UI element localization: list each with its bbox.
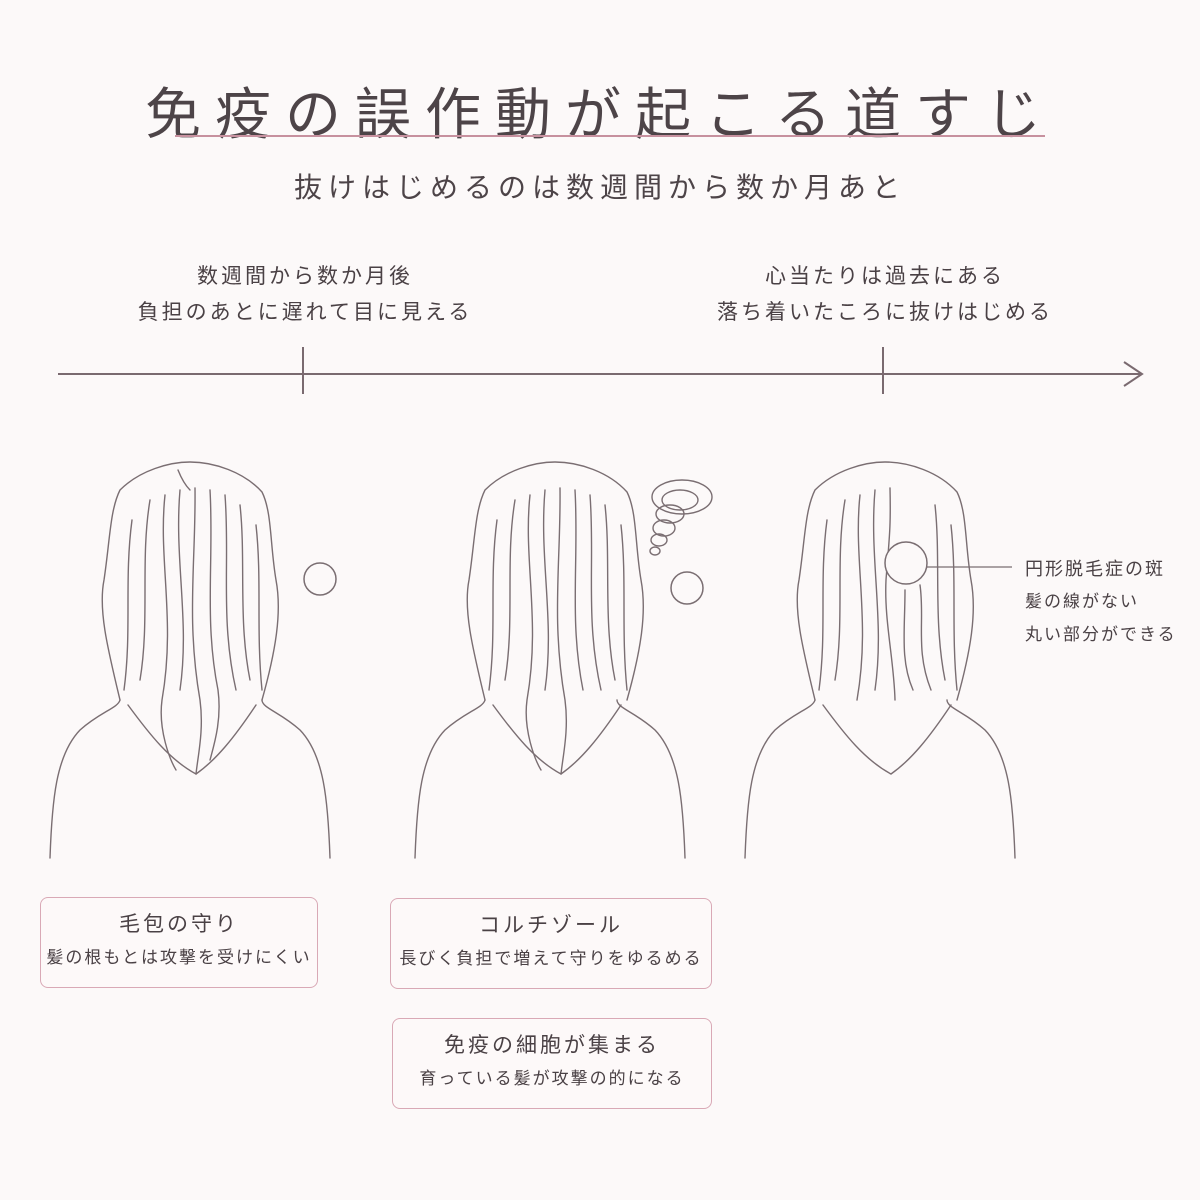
hair-figure-1 (49, 461, 331, 859)
card-detail: 育っている髪が攻撃の的になる (419, 1069, 685, 1089)
info-card-cortisol: コルチゾール 長びく負担で増えて守りをゆるめる (390, 898, 712, 989)
annotation-line1: 髪の線がない (1025, 592, 1139, 612)
title-divider (175, 135, 1045, 137)
info-card-follicle-guard: 毛包の守り 髪の根もとは攻撃を受けにくい (40, 897, 318, 988)
page-subtitle: 抜けはじめるのは数週間から数か月あと (293, 171, 906, 204)
timeline-left-line1: 数週間から数か月後 (197, 264, 413, 288)
info-card-immune-cells: 免疫の細胞が集まる 育っている髪が攻撃の的になる (392, 1018, 712, 1109)
thought-swirl-icon (649, 479, 713, 556)
timeline-label-left: 数週間から数か月後 負担のあとに遅れて目に見える (110, 258, 500, 330)
bubble-1 (303, 562, 337, 596)
timeline-right-line1: 心当たりは過去にある (765, 264, 1005, 288)
annotation-line2: 丸い部分ができる (1025, 625, 1177, 645)
card-heading: 免疫の細胞が集まる (444, 1033, 660, 1057)
timeline-label-right: 心当たりは過去にある 落ち着いたころに抜けはじめる (690, 258, 1080, 330)
timeline-right-line2: 落ち着いたころに抜けはじめる (717, 300, 1053, 324)
annotation-heading: 円形脱毛症の斑 (1025, 559, 1165, 580)
bald-patch-annotation: 円形脱毛症の斑 髪の線がない 丸い部分ができる (1025, 553, 1177, 652)
card-detail: 長びく負担で増えて守りをゆるめる (399, 949, 703, 969)
card-heading: コルチゾール (479, 913, 623, 937)
bald-patch (884, 541, 928, 585)
hair-figure-3 (744, 461, 1016, 859)
bubble-2 (670, 571, 704, 605)
card-heading: 毛包の守り (119, 912, 239, 936)
timeline-axis (58, 347, 1144, 394)
timeline-arrow-icon (1123, 361, 1144, 387)
timeline-left-line2: 負担のあとに遅れて目に見える (137, 300, 473, 324)
card-detail: 髪の根もとは攻撃を受けにくい (46, 948, 312, 968)
hair-figure-2 (414, 461, 686, 859)
